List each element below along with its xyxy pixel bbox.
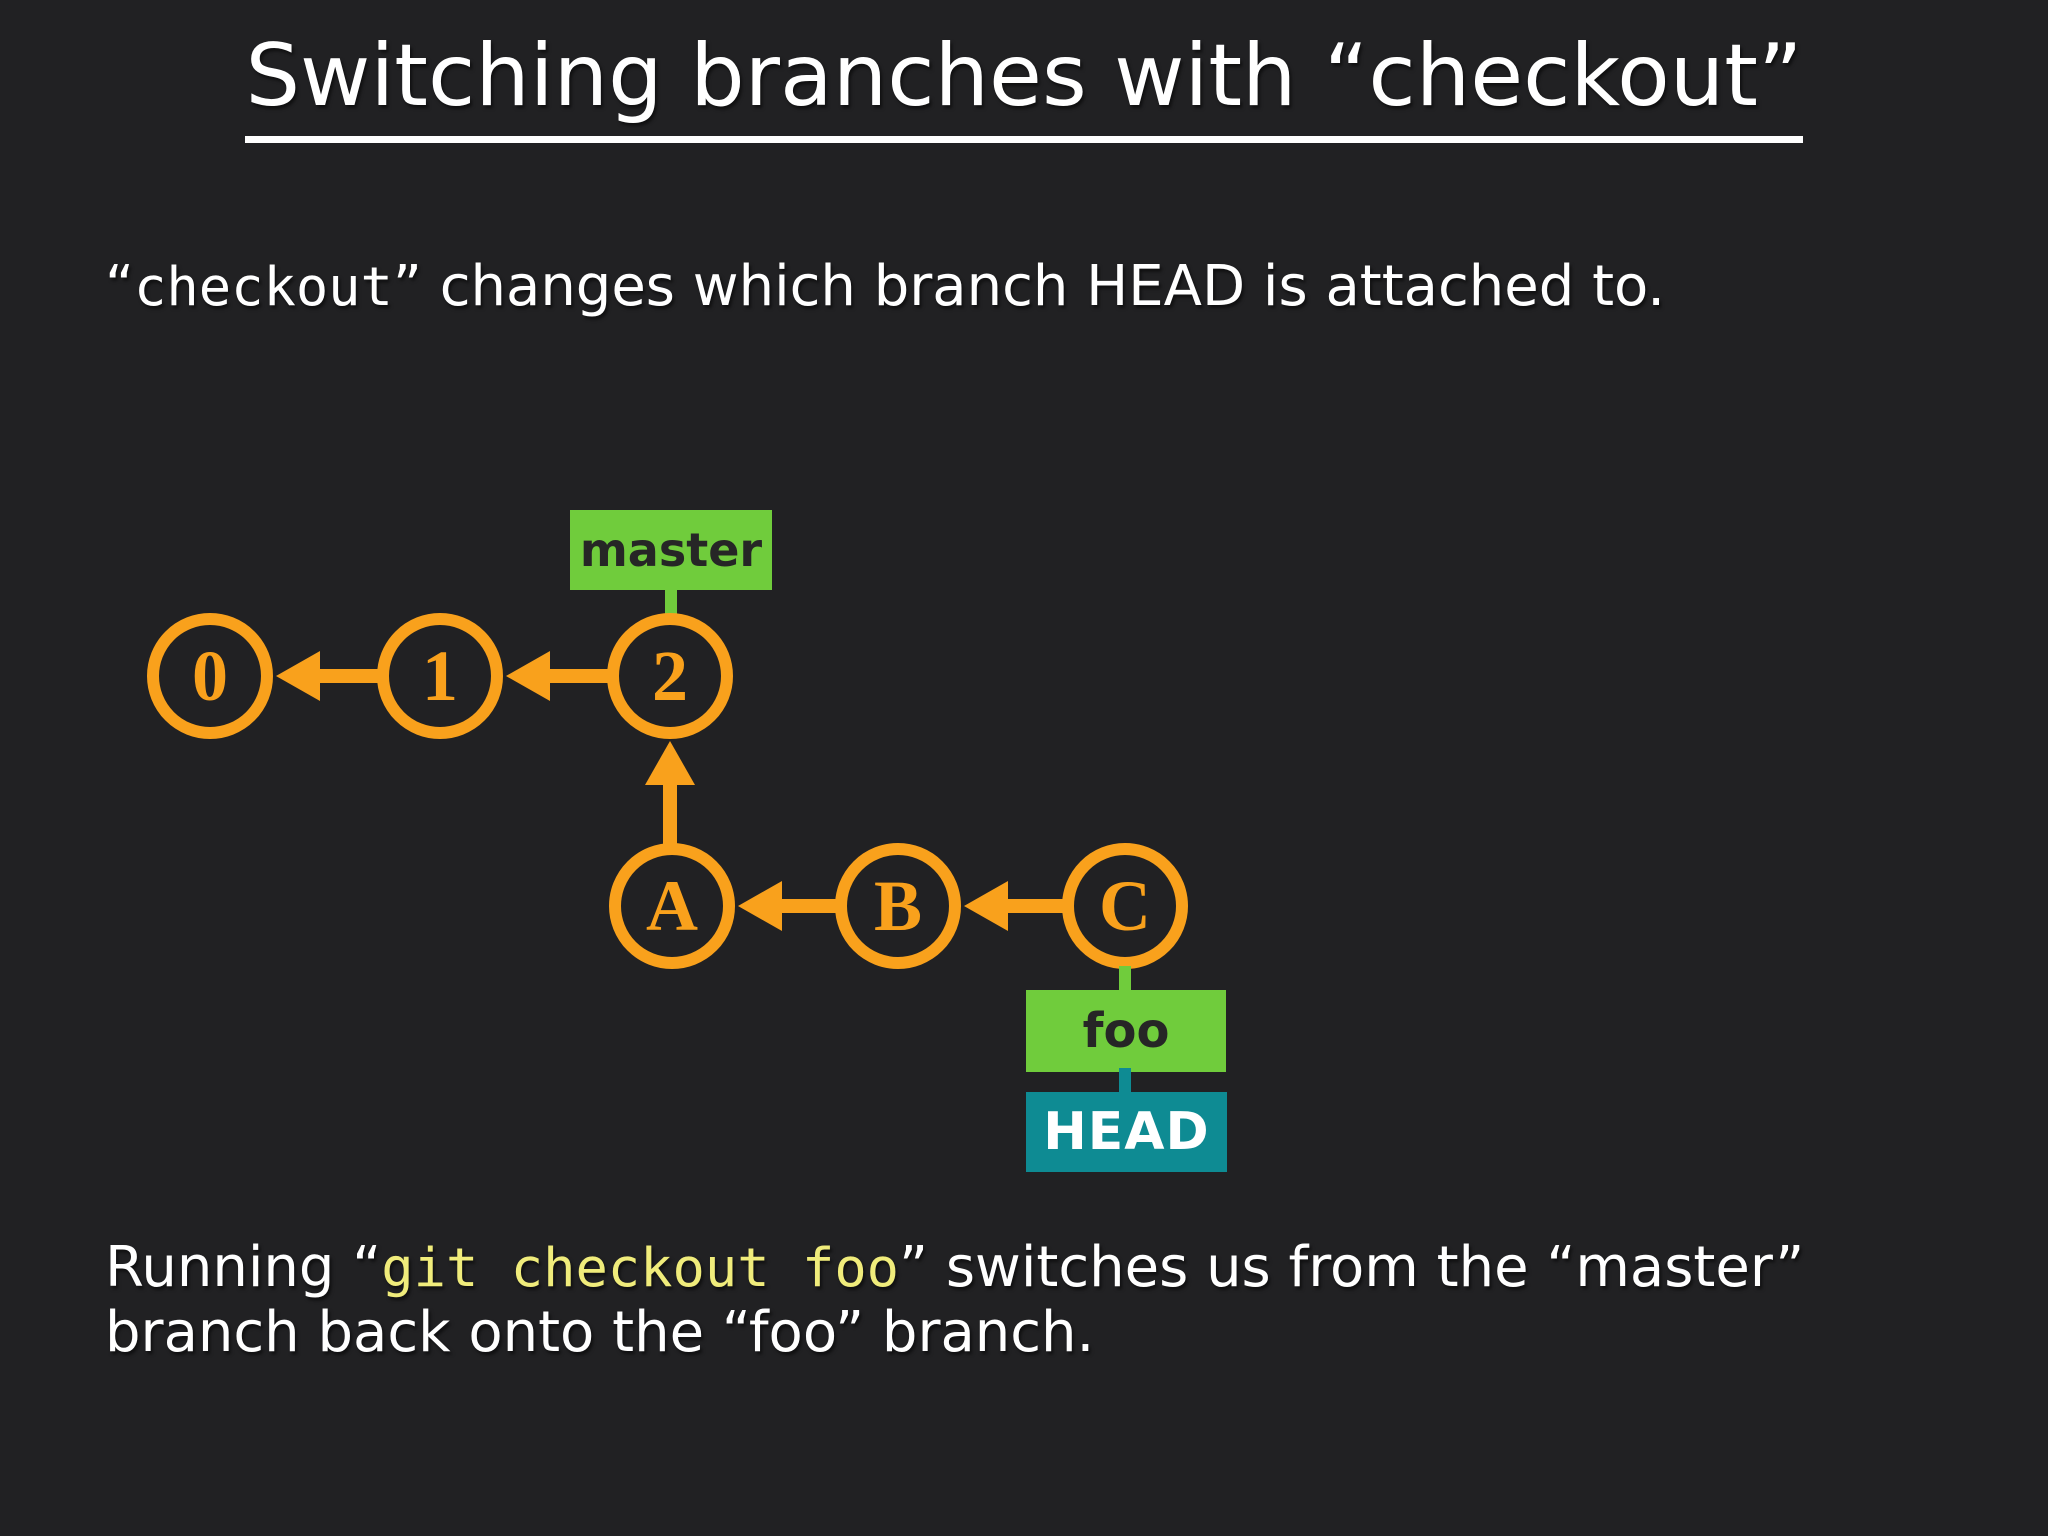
page-title: Switching branches with “checkout” — [245, 26, 1803, 143]
commit-node-2: 2 — [607, 613, 733, 739]
commit-label-1: 1 — [422, 635, 458, 716]
arrow-2-to-1-head-icon — [506, 651, 550, 701]
footer-post: ” switches us from the “master” — [899, 1235, 1805, 1300]
commit-node-B: B — [835, 843, 961, 969]
head-pointer-label-text: HEAD — [1043, 1102, 1210, 1162]
head-pointer-label: HEAD — [1026, 1092, 1227, 1172]
arrow-C-to-B-shaft — [1001, 899, 1065, 913]
commit-node-1: 1 — [377, 613, 503, 739]
footer-line2: branch back onto the “foo” branch. — [105, 1299, 1095, 1365]
commit-label-2: 2 — [652, 635, 688, 716]
commit-node-C: C — [1062, 843, 1188, 969]
arrow-A-to-2-head-icon — [645, 741, 695, 785]
arrow-B-to-A-head-icon — [738, 881, 782, 931]
footer-text: Running “git checkout foo” switches us f… — [105, 1235, 1805, 1366]
foo-to-head-stem — [1119, 1068, 1131, 1096]
arrow-C-to-B-head-icon — [964, 881, 1008, 931]
subtitle-code: checkout — [134, 255, 393, 318]
foo-branch-label: foo — [1026, 990, 1226, 1072]
footer-code: git checkout foo — [381, 1236, 900, 1299]
subtitle-text: “checkout” changes which branch HEAD is … — [105, 252, 1665, 322]
commitC-to-foo-stem — [1119, 966, 1131, 994]
master-branch-label-text: master — [579, 523, 763, 577]
arrow-1-to-0-shaft — [313, 669, 380, 683]
subtitle-pre: “ — [105, 254, 135, 319]
commit-label-0: 0 — [192, 635, 228, 716]
commit-label-B: B — [873, 865, 923, 946]
arrow-1-to-0-head-icon — [276, 651, 320, 701]
footer-pre: Running “ — [105, 1235, 382, 1300]
subtitle-post: ” changes which branch HEAD is attached … — [392, 254, 1666, 319]
commit-node-0: 0 — [147, 613, 273, 739]
master-to-commit2-stem — [665, 588, 677, 616]
master-branch-label: master — [570, 510, 772, 590]
commit-label-C: C — [1099, 865, 1151, 946]
arrow-A-to-2-shaft — [663, 781, 677, 845]
commit-label-A: A — [646, 865, 698, 946]
title-row: Switching branches with “checkout” — [0, 26, 2048, 143]
arrow-B-to-A-shaft — [775, 899, 838, 913]
commit-node-A: A — [609, 843, 735, 969]
foo-branch-label-text: foo — [1082, 1003, 1170, 1059]
arrow-2-to-1-shaft — [543, 669, 610, 683]
